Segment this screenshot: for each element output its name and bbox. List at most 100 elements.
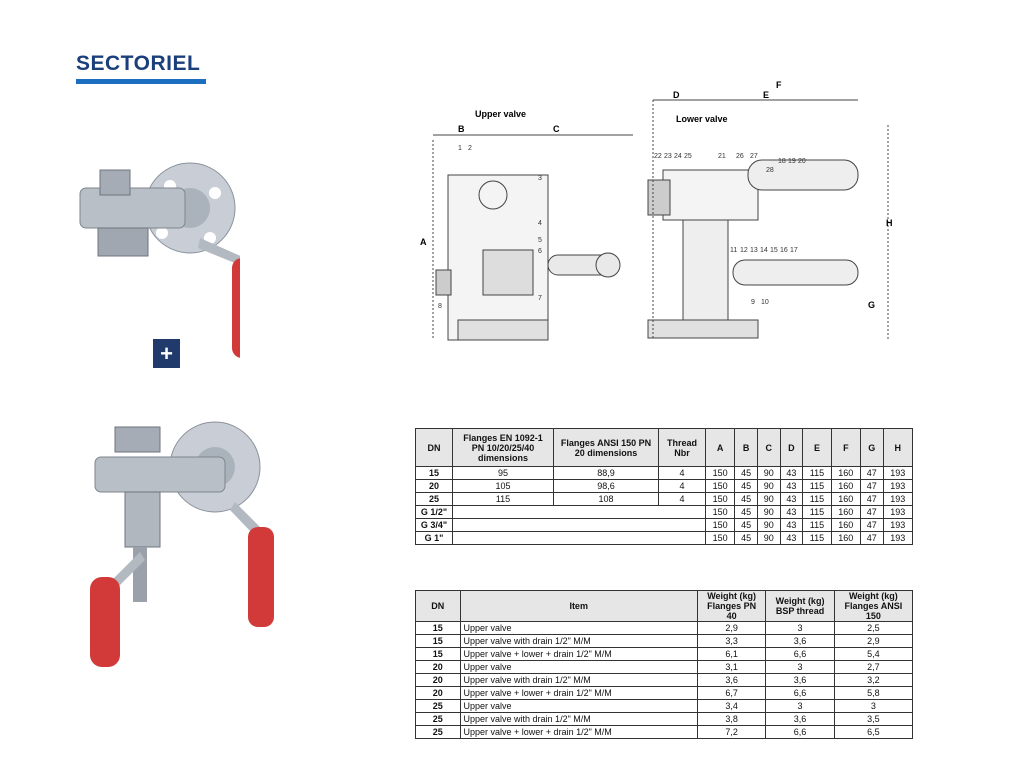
part-6: 6 [538, 248, 542, 255]
table-cell: 3,8 [696, 712, 767, 726]
dimensions-table: DN Flanges EN 1092-1 PN 10/20/25/40 dime… [415, 428, 914, 545]
table-cell: 15 [415, 634, 461, 648]
dim-g: G [868, 300, 875, 310]
col-h: H [882, 428, 914, 467]
table-cell: 2,9 [833, 634, 914, 648]
col-dn: DN [415, 428, 453, 467]
table-cell: 43 [779, 492, 804, 506]
table-cell: 25 [415, 725, 461, 739]
dim-e: E [763, 90, 769, 100]
col-f: F [830, 428, 861, 467]
part-5: 5 [538, 237, 542, 244]
table-cell: 6,5 [833, 725, 914, 739]
sectoriel-logo: SECTORIEL [76, 52, 206, 86]
table-cell: 45 [734, 518, 758, 532]
col-weight-pn40: Weight (kg) Flanges PN 40 [696, 590, 767, 622]
table-cell: Upper valve [459, 621, 698, 635]
table-cell [452, 518, 706, 532]
technical-drawing: Upper valve Lower valve B C A D E F H G … [420, 80, 893, 341]
table-cell: 5,8 [833, 686, 914, 700]
table-cell: 6,6 [765, 686, 835, 700]
table-cell: 150 [704, 505, 736, 519]
table-cell: 90 [756, 505, 781, 519]
table-cell: 108 [553, 492, 659, 506]
table-cell: 160 [830, 492, 861, 506]
table-cell: 20 [415, 660, 461, 674]
table-header-row: DN Flanges EN 1092-1 PN 10/20/25/40 dime… [415, 428, 914, 467]
table-cell: 193 [882, 518, 914, 532]
col-item: Item [459, 590, 698, 622]
part-23: 23 [664, 153, 672, 160]
part-25: 25 [684, 153, 692, 160]
table-cell: 47 [859, 466, 884, 480]
table-cell: 45 [734, 505, 758, 519]
part-18: 18 [778, 158, 786, 165]
table-cell: 3,5 [833, 712, 914, 726]
part-15: 15 [770, 247, 778, 254]
table-header-row: DN Item Weight (kg) Flanges PN 40 Weight… [415, 590, 914, 622]
col-thread: Thread Nbr [658, 428, 706, 467]
table-cell: 150 [704, 492, 736, 506]
col-g: G [859, 428, 884, 467]
part-11: 11 [730, 247, 737, 254]
table-cell: 15 [415, 621, 461, 635]
part-20: 20 [798, 158, 806, 165]
part-17: 17 [790, 247, 798, 254]
table-cell: 45 [734, 531, 758, 545]
table-cell: 6,6 [765, 725, 835, 739]
part-9: 9 [751, 299, 755, 306]
dim-d: D [673, 90, 680, 100]
table-cell: 115 [452, 492, 554, 506]
table-cell: 20 [415, 686, 461, 700]
table-cell: 3 [765, 621, 835, 635]
table-cell: Upper valve with drain 1/2" M/M [459, 634, 698, 648]
part-2: 2 [468, 145, 472, 152]
table-cell: 45 [734, 479, 758, 493]
part-4: 4 [538, 220, 542, 227]
table-cell: 115 [802, 492, 832, 506]
table-cell: 90 [756, 518, 781, 532]
table-cell: 6,1 [696, 647, 767, 661]
table-cell: 98,6 [553, 479, 659, 493]
table-cell: 90 [756, 479, 781, 493]
table-cell: 43 [779, 479, 804, 493]
table-cell: 193 [882, 531, 914, 545]
table-cell: 95 [452, 466, 554, 480]
table-cell: 4 [658, 492, 706, 506]
table-cell: 3,2 [833, 673, 914, 687]
table-cell: 43 [779, 518, 804, 532]
table-cell: 115 [802, 518, 832, 532]
part-1: 1 [458, 145, 462, 152]
table-cell: 20 [415, 479, 453, 493]
table-cell: 193 [882, 479, 914, 493]
table-cell: 88,9 [553, 466, 659, 480]
table-cell: 20 [415, 673, 461, 687]
part-21: 21 [718, 153, 726, 160]
table-cell: 115 [802, 479, 832, 493]
table-cell: Upper valve + lower + drain 1/2" M/M [459, 725, 698, 739]
table-cell: Upper valve with drain 1/2" M/M [459, 673, 698, 687]
dim-h: H [886, 218, 893, 228]
col-c: C [756, 428, 781, 467]
upper-lower-valve-photo [90, 421, 274, 667]
table-cell: 47 [859, 492, 884, 506]
upper-valve-photo [79, 162, 240, 358]
table-cell: 47 [859, 505, 884, 519]
table-cell: G 3/4" [415, 518, 453, 532]
table-cell: 15 [415, 647, 461, 661]
table-cell: 2,5 [833, 621, 914, 635]
table-cell: 160 [830, 466, 861, 480]
add-button[interactable]: + [153, 339, 180, 368]
table-cell: 47 [859, 479, 884, 493]
